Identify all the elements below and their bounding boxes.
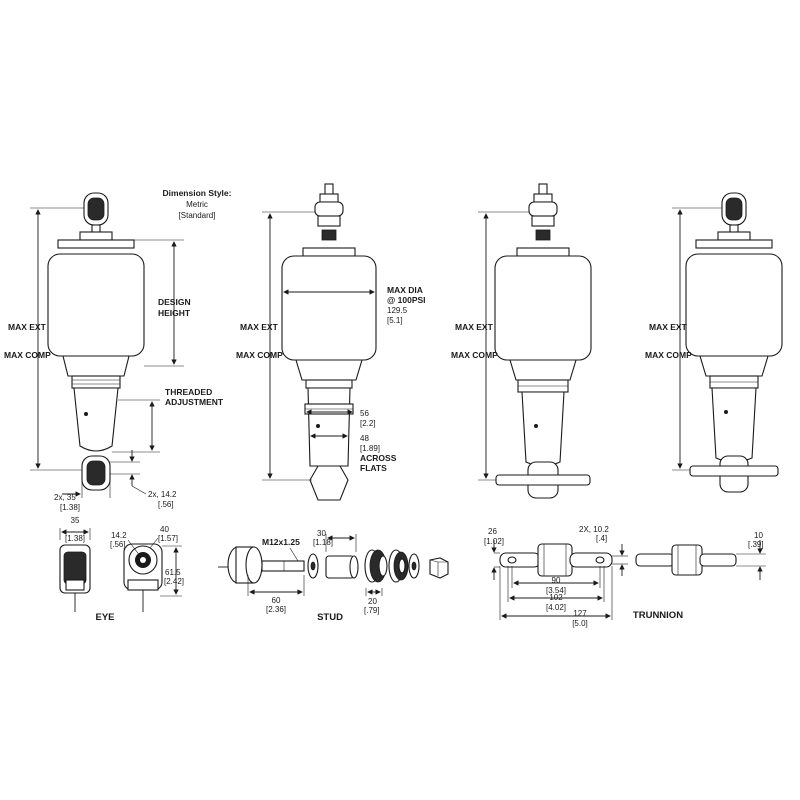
threaded-label-1: THREADED [165,387,212,397]
eye-max-ext-label: MAX EXT [8,322,47,332]
max-dia-std: [5.1] [387,316,403,325]
bottom-stud-nut [309,465,349,501]
stud-max-comp-label: MAX COMP [236,350,283,360]
stud-thread-label: M12x1.25 [262,537,300,547]
damper-tube [711,387,757,463]
eye-dim-a-std: [1.38] [60,503,80,512]
air-bellow [47,253,145,357]
trunnion-bar [689,465,779,477]
air-bellow [281,255,377,361]
trunnion-detail: 26 [1.02] 2X, 10.2 [.4] 90 [3.54] 102 [4… [484,525,766,628]
eye-dim-a: 2x, 35 [54,493,76,502]
top-plate [57,239,135,249]
stud-detail-d20: 20 [368,597,377,606]
damper-tube [73,387,119,452]
eye-dim-b: 2x, 14.2 [148,490,177,499]
eye-detail: 35 [1.38] 14.2 [.56] 40 [1.57] 61.5 [2.4… [59,516,184,623]
trunnion-detail-d102-std: [4.02] [546,603,566,612]
eye-mount-shock-view: MAX EXT MAX COMP DESIGN HEIGHT THREADED … [4,192,224,512]
trunnion-a-max-comp-label: MAX COMP [451,350,498,360]
eye-dim-b-std: [.56] [158,500,174,509]
trunnion-shock-view-a: MAX EXT MAX COMP [451,183,592,499]
top-stud-bushing [314,201,344,217]
eye-detail-d40-std: [1.57] [158,534,178,543]
air-bellow [494,255,592,361]
eye-max-comp-label: MAX COMP [4,350,51,360]
trunnion-detail-d26-std: [1.02] [484,537,504,546]
across-flats-1: ACROSS [360,453,397,463]
eye-detail-d40: 40 [160,525,169,534]
trunnion-detail-d102: 102 [549,593,563,602]
stud-max-ext-label: MAX EXT [240,322,279,332]
across-flats-2: FLATS [360,463,387,473]
trunnion-detail-d90: 90 [552,576,561,585]
trunnion-detail-d26: 26 [488,527,497,536]
trunnion-detail-d90-std: [3.54] [546,586,566,595]
legend-standard: [Standard] [179,211,216,220]
eye-detail-d14: 14.2 [111,531,127,540]
trunnion-detail-d10: 10 [754,531,763,540]
design-height-label-1: DESIGN [158,297,191,307]
max-dia-label-2: @ 100PSI [387,295,426,305]
trunnion-sleeve [537,543,573,577]
max-dia-label-1: MAX DIA [387,285,423,295]
stud-mount-shock-view: MAX EXT MAX COMP MAX DIA @ 100PSI 129.5 … [236,183,426,501]
trunnion-detail-d127: 127 [573,609,587,618]
eye-detail-d14-std: [.56] [110,540,126,549]
trunnion-b-max-ext-label: MAX EXT [649,322,688,332]
trunnion-shock-view-b: MAX EXT MAX COMP [645,192,783,493]
max-dia-value: 129.5 [387,306,408,315]
damper-tube [307,387,351,467]
stud-detail-d30: 30 [317,529,326,538]
stud-detail-d60-std: [2.36] [266,605,286,614]
trunnion-a-max-ext-label: MAX EXT [455,322,494,332]
threaded-label-2: ADJUSTMENT [165,397,224,407]
stud-detail-d60: 60 [272,596,281,605]
trunnion-detail-d127-std: [5.0] [572,619,588,628]
air-bellow [685,253,783,357]
dimension-style-legend: Dimension Style: Metric [Standard] [163,188,232,220]
trunnion-detail-d10-2-std: [.4] [596,534,607,543]
stud-detail: M12x1.25 60 [2.36] 30 [1.18] 20 [.79] [218,529,449,623]
trunnion-detail-label: TRUNNION [633,610,683,621]
stud-d56: 56 [360,409,369,418]
eye-detail-d61: 61.5 [165,568,181,577]
stud-d48: 48 [360,434,369,443]
stud-detail-label: STUD [317,612,343,623]
damper-tube [521,391,565,467]
design-height-label-2: HEIGHT [158,308,191,318]
eye-detail-d35-std: [1.38] [65,534,85,543]
legend-title: Dimension Style: [163,188,232,198]
legend-metric: Metric [186,200,208,209]
eye-detail-d61-std: [2.42] [164,577,184,586]
trunnion-bar [495,474,591,486]
trunnion-detail-d10-2: 2X, 10.2 [579,525,609,534]
eye-detail-d35: 35 [71,516,80,525]
stud-d48-std: [1.89] [360,444,380,453]
stud-detail-d30-std: [1.18] [313,538,333,547]
trunnion-detail-d10-std: [.39] [748,540,764,549]
stud-detail-d20-std: [.79] [364,606,380,615]
stud-d56-std: [2.2] [360,419,376,428]
eye-detail-label: EYE [95,612,114,623]
trunnion-b-max-comp-label: MAX COMP [645,350,692,360]
